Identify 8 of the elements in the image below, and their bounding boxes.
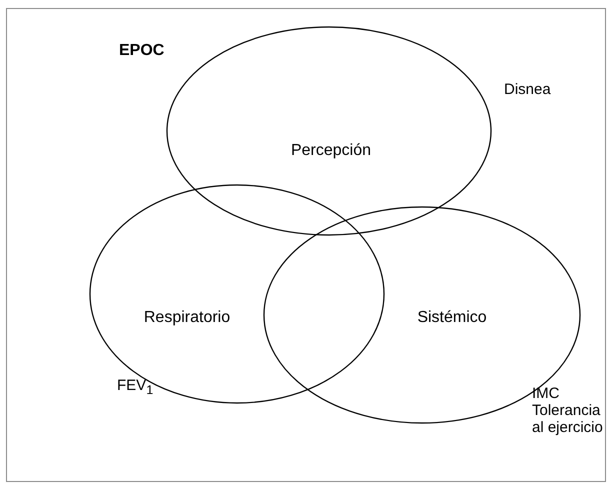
annotation-label: FEV$_{1}$	[117, 377, 154, 399]
set-label: Percepción	[290, 142, 372, 160]
diagram-title: EPOC	[119, 42, 164, 60]
annotation-label: Tolerancia al ejercicio	[532, 402, 604, 436]
annotation-label: IMC	[532, 385, 560, 402]
annotation-label: Disnea	[504, 81, 551, 98]
set-label: Sistémico	[417, 309, 487, 327]
set-label: Respiratorio	[144, 309, 230, 327]
